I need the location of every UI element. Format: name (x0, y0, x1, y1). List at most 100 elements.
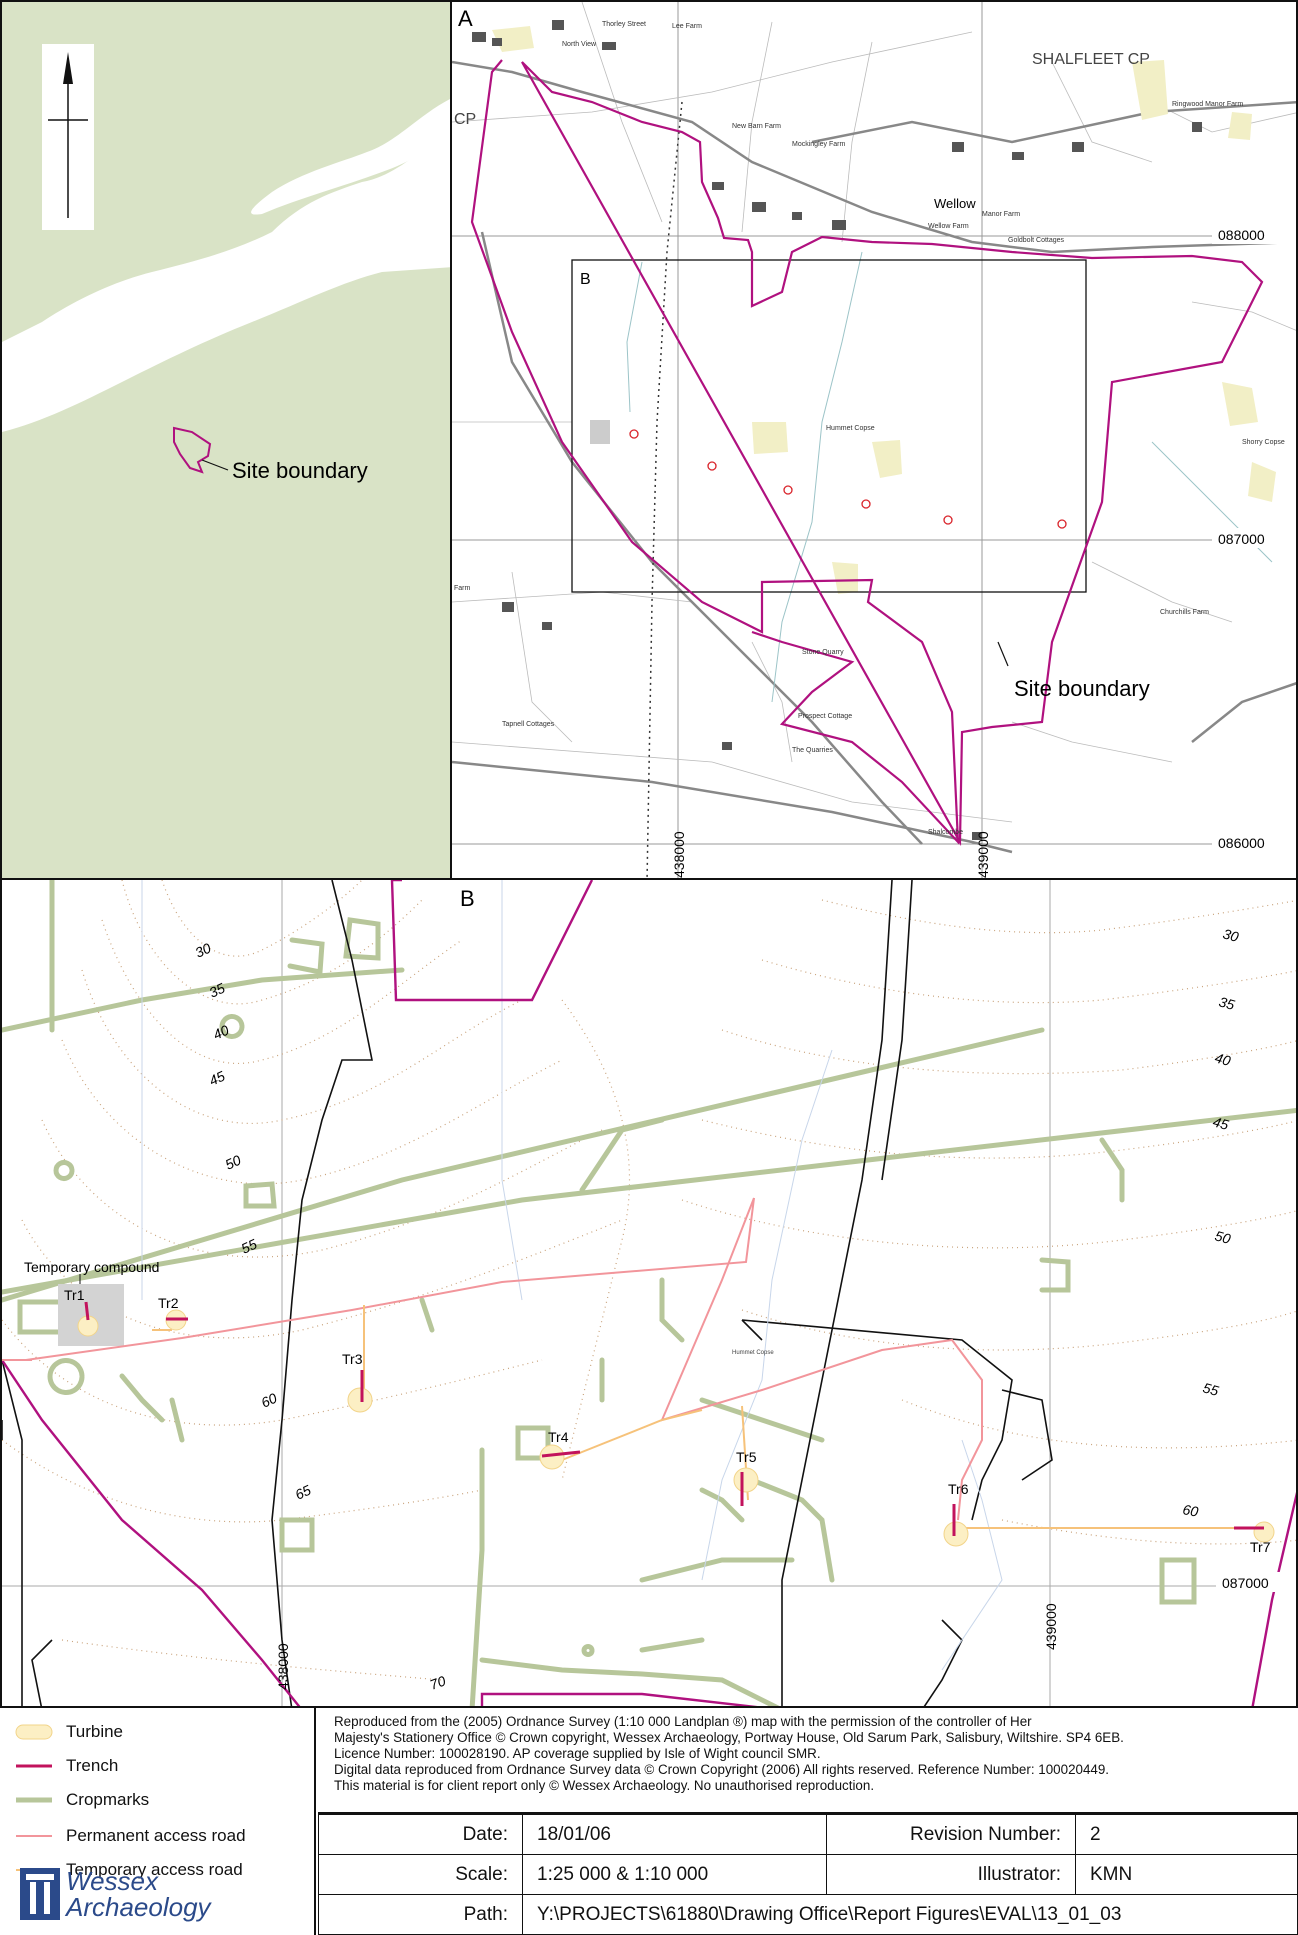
parish-partial-label: CP (454, 111, 476, 128)
isle-of-wight (2, 267, 450, 878)
panel-b-svg: B Temporary compound Hummet Copse Tr1 Tr… (2, 880, 1296, 1706)
turbine-icon (943, 1521, 969, 1547)
contour-label: 50 (223, 1152, 244, 1173)
illustrator-label: Illustrator: (826, 1854, 1076, 1895)
turbine-markers (629, 429, 1067, 529)
inset-b-box (571, 259, 1087, 593)
trench-label: Tr5 (736, 1449, 757, 1465)
place-label: Lee Farm (672, 23, 702, 30)
contour-label: 50 (1213, 1227, 1232, 1247)
info-row: Path: Y:\PROJECTS\61880\Drawing Office\R… (318, 1894, 1298, 1935)
place-label: Thorley Street (602, 21, 646, 28)
contour-label: 40 (1213, 1049, 1232, 1069)
overview-map: Site boundary (0, 0, 452, 880)
trench-mark (541, 1450, 581, 1458)
overview-svg: Site boundary (2, 2, 450, 878)
contour-label: 40 (211, 1022, 232, 1043)
wessex-logo: Wessex Archaeology (20, 1868, 211, 1920)
easting-label: 439000 (975, 831, 991, 878)
easting-label: 438000 (671, 831, 687, 878)
info-table: Date: 18/01/06 Revision Number: 2 Scale:… (318, 1814, 1298, 1935)
place-label: Hummet Copse (826, 425, 875, 432)
place-labels: Thorley Street Lee Farm North View New B… (454, 21, 1285, 836)
contour-label: 45 (1211, 1113, 1230, 1133)
trench-mark (84, 1301, 90, 1321)
place-label: Ringwood Manor Farm (1172, 101, 1243, 108)
parish-label: SHALFLEET CP (1032, 51, 1150, 68)
footer: Turbine Trench Cropmarks Permanent acces… (0, 1706, 1298, 1935)
place-label: Prospect Cottage (798, 713, 852, 720)
grid-lines-b (2, 880, 1296, 1706)
place-label: New Barn Farm (732, 123, 781, 130)
permanent-access-road (2, 1197, 983, 1521)
place-label: Shorry Copse (1242, 439, 1285, 446)
turbines (77, 1309, 1275, 1547)
turbine-icon (347, 1387, 373, 1413)
northing-label: 088000 (1218, 227, 1265, 243)
streams-b (141, 880, 1003, 1671)
credits-text: Reproduced from the (2005) Ordnance Surv… (318, 1706, 1298, 1814)
woodland (492, 26, 1276, 594)
trench-swatch (14, 1757, 54, 1775)
buildings (472, 20, 1202, 840)
compound-marker (590, 420, 610, 444)
legend-label: Permanent access road (66, 1826, 246, 1845)
credit-line: Majesty's Stationery Office © Crown copy… (334, 1730, 1124, 1745)
info-row: Date: 18/01/06 Revision Number: 2 (318, 1814, 1298, 1855)
place-label: Churchills Farm (1160, 609, 1209, 616)
place-label: The Quarries (792, 747, 833, 754)
place-label: Shalcombe (928, 829, 963, 836)
contour-label: 65 (293, 1482, 314, 1503)
grid-lines (452, 2, 1296, 878)
trench-label: Tr7 (1250, 1539, 1271, 1555)
easting-label: 439000 (1043, 1603, 1059, 1650)
north-arrow-icon (48, 52, 88, 218)
revision-label: Revision Number: (826, 1814, 1076, 1855)
contour-labels: 30 35 40 45 50 55 60 65 70 30 35 40 45 5… (193, 925, 1241, 1692)
village-label: Wellow (934, 196, 976, 211)
turbine-icon (539, 1444, 565, 1470)
old-railway (646, 101, 683, 878)
copse-label: Hummet Copse (732, 1350, 774, 1356)
northing-label: 086000 (1218, 835, 1265, 851)
trench-label: Tr3 (342, 1351, 363, 1367)
credit-line: Reproduced from the (2005) Ordnance Surv… (334, 1714, 1032, 1729)
permanent-road-swatch (14, 1827, 54, 1845)
scale-value: 1:25 000 & 1:10 000 (522, 1854, 827, 1895)
panel-a-site-label: Site boundary (1014, 676, 1150, 701)
credit-line: Licence Number: 100028190. AP coverage s… (334, 1746, 821, 1761)
credit-line: This material is for client report only … (334, 1778, 875, 1793)
panel-a-svg: A B SHALFLEET CP CP Wellow Site boundary… (452, 2, 1296, 878)
grid-labels-b: 087000 438000 439000 (275, 1572, 1296, 1690)
date-label: Date: (318, 1814, 523, 1855)
contour-label: 35 (1217, 993, 1236, 1013)
panel-b-map: B Temporary compound Hummet Copse Tr1 Tr… (0, 878, 1298, 1708)
contour-label: 55 (239, 1236, 260, 1257)
field-lines (452, 2, 1296, 823)
panel-a-map: A B SHALFLEET CP CP Wellow Site boundary… (450, 0, 1298, 880)
date-value: 18/01/06 (522, 1814, 827, 1855)
place-label: Manor Farm (982, 211, 1020, 218)
mainland (2, 2, 450, 342)
info-row: Scale: 1:25 000 & 1:10 000 Illustrator: … (318, 1854, 1298, 1895)
compound-label: Temporary compound (24, 1259, 159, 1275)
northing-label: 087000 (1222, 1575, 1269, 1591)
overview-site-boundary (173, 426, 212, 474)
contour-label: 30 (193, 940, 214, 961)
scale-label: Scale: (318, 1854, 523, 1895)
logo-line2: Archaeology (66, 1892, 211, 1922)
contour-label: 30 (1221, 925, 1240, 945)
place-label: Goldbolt Cottages (1008, 237, 1065, 244)
northing-label: 087000 (1218, 531, 1265, 547)
trench-labels: Tr1 Tr2 Tr3 Tr4 Tr5 Tr6 Tr7 (64, 1287, 1271, 1555)
easting-label: 438000 (275, 1643, 291, 1690)
contour-label: 45 (207, 1068, 228, 1089)
temporary-access-road (152, 1305, 1262, 1529)
trench-label: Tr6 (948, 1481, 969, 1497)
overview-site-label: Site boundary (232, 458, 368, 483)
legend-item-permanent-road: Permanent access road (14, 1826, 246, 1846)
trench-label: Tr1 (64, 1287, 85, 1303)
place-label: Tapnell Cottages (502, 721, 555, 728)
logo-line1: Wessex (66, 1866, 158, 1896)
legend-item-turbine: Turbine (14, 1722, 123, 1742)
